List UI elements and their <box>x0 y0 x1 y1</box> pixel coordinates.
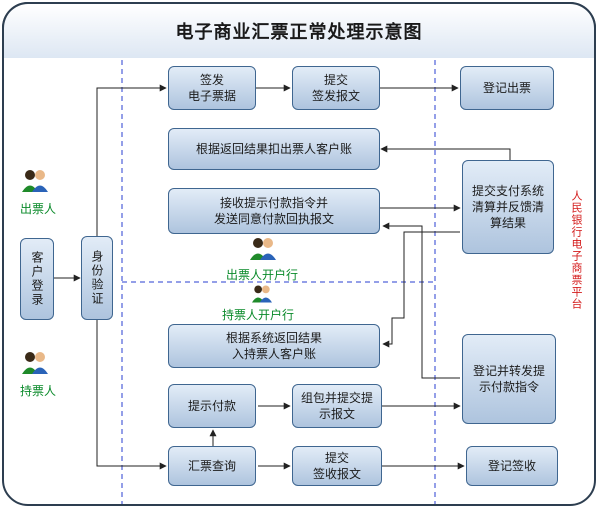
holder-label: 持票人 <box>20 384 57 398</box>
arrow-verify-to-issue <box>96 84 167 236</box>
holder-people-icon <box>22 352 48 374</box>
drawer-people-icon <box>22 170 48 192</box>
credit-holder-box: 根据系统返回结果 入持票人客户账 <box>168 324 380 368</box>
arrow-settlement-to-debit <box>380 145 511 160</box>
holder-bank-people-icon <box>252 285 272 303</box>
receive-payment-cmd-box: 接收提示付款指令并 发送同意付款回执报文 <box>168 188 380 234</box>
title-bar: 电子商业汇票正常处理示意图 <box>2 2 596 58</box>
arrow-forward-to-receive <box>382 222 460 379</box>
platform-label: 人民银行电子商票平台 <box>570 190 583 310</box>
settlement-box: 提交支付系统 清算并反馈清 算结果 <box>462 160 554 254</box>
submit-issue-msg-box: 提交 签发报文 <box>292 66 380 110</box>
debit-drawer-box: 根据返回结果扣出票人客户账 <box>168 128 380 170</box>
diagram-title: 电子商业汇票正常处理示意图 <box>175 22 423 43</box>
register-sign-box: 登记签收 <box>466 446 558 486</box>
arrow-verify-to-query <box>96 320 167 470</box>
drawer-label: 出票人 <box>20 202 57 216</box>
arrow-settlement-to-credit <box>382 231 460 348</box>
holder-bank-label: 持票人开户行 <box>222 308 295 322</box>
register-issue-box: 登记出票 <box>460 66 554 110</box>
issue-note-box: 签发 电子票据 <box>168 66 256 110</box>
note-query-box: 汇票查询 <box>168 446 256 486</box>
prompt-payment-box: 提示付款 <box>168 384 256 428</box>
drawer-bank-label: 出票人开户行 <box>226 268 299 282</box>
drawer-bank-people-icon <box>250 238 276 260</box>
customer-login-box: 客户登录 <box>20 238 54 320</box>
package-submit-box: 组包并提交提 示报文 <box>292 384 382 428</box>
submit-sign-msg-box: 提交 签收报文 <box>292 446 382 486</box>
register-forward-box: 登记并转发提 示付款指令 <box>462 334 556 424</box>
identity-verify-box: 身份验证 <box>81 236 113 320</box>
